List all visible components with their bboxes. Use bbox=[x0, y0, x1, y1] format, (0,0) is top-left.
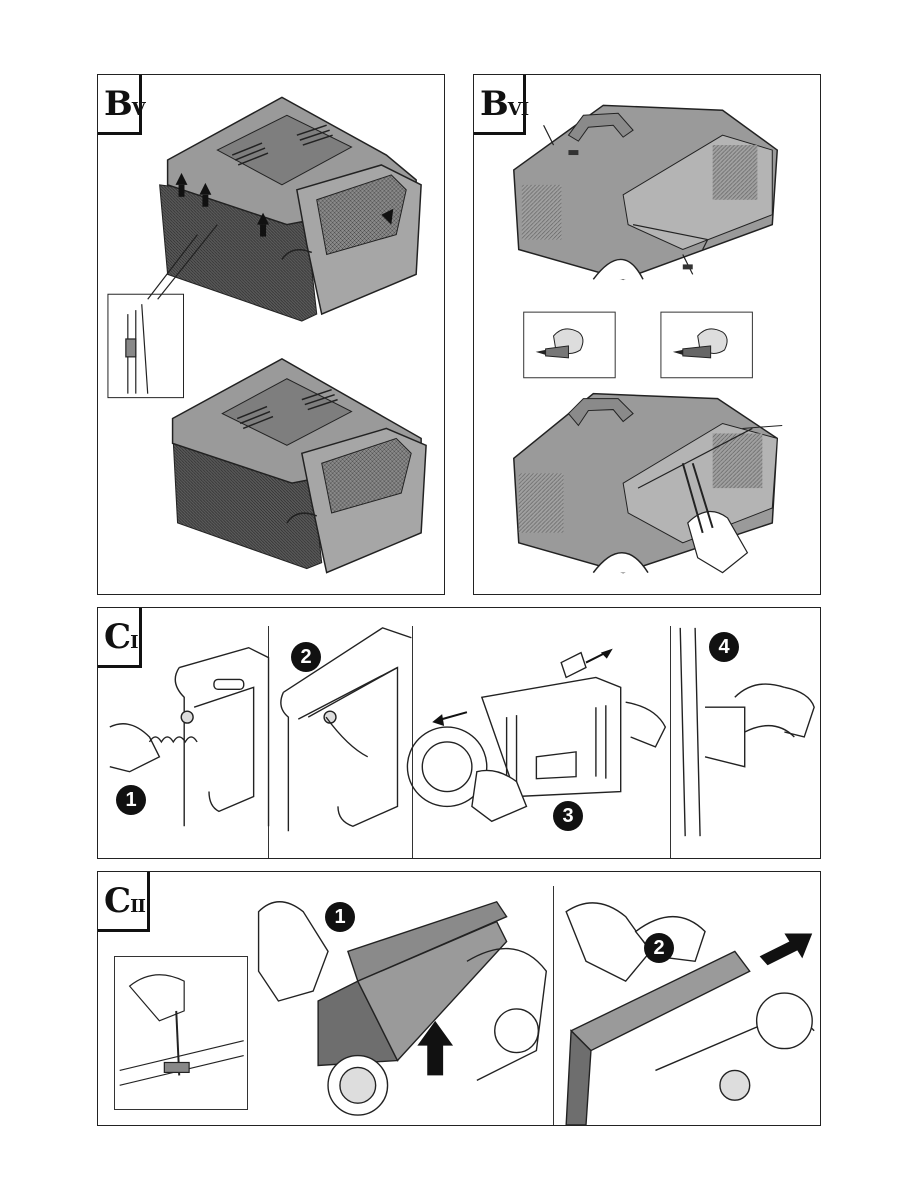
step-badge: 1 bbox=[325, 902, 355, 932]
step-badge: 3 bbox=[553, 801, 583, 831]
step-badge: 2 bbox=[291, 642, 321, 672]
deflector-install-illustration bbox=[98, 872, 820, 1125]
step-badge: 1 bbox=[116, 785, 146, 815]
grass-catcher-illustration bbox=[98, 75, 444, 594]
step-badge: 2 bbox=[644, 933, 674, 963]
panel-cii: CII bbox=[97, 871, 821, 1126]
arrow-icon bbox=[760, 934, 813, 966]
panel-bv: BV bbox=[97, 74, 445, 595]
step-badge: 4 bbox=[709, 632, 739, 662]
panel-bvi: BVI bbox=[473, 74, 821, 595]
panel-ci: CI bbox=[97, 607, 821, 859]
grass-catcher-frame-illustration bbox=[474, 75, 820, 594]
